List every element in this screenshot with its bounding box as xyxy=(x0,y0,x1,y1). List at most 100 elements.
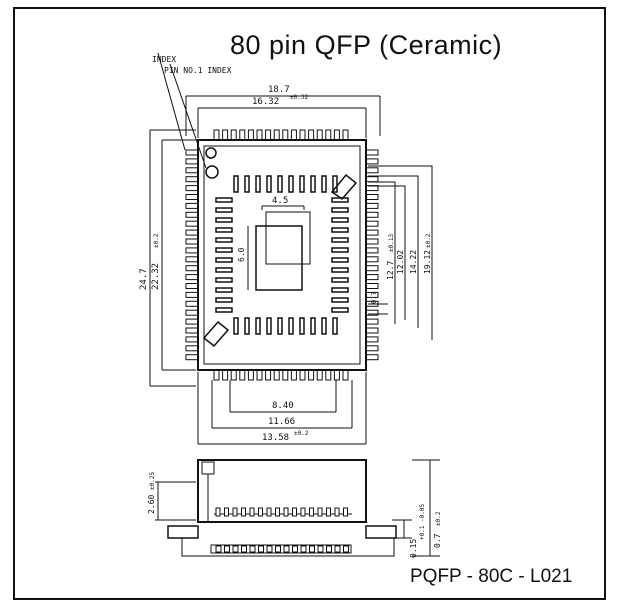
bond-finger-right xyxy=(331,197,349,203)
side-lead-foot xyxy=(283,545,290,553)
bond-finger-bottom xyxy=(288,317,294,335)
dim-right-2: 12.02 xyxy=(396,250,405,274)
bond-finger-right xyxy=(331,247,349,253)
bond-finger-left xyxy=(215,237,233,243)
pin1-index-mark xyxy=(205,165,219,179)
drawing-frame xyxy=(13,7,606,600)
side-lead-foot xyxy=(215,545,222,553)
side-lead-foot xyxy=(275,545,281,553)
lead-top xyxy=(290,129,297,141)
bond-finger-top xyxy=(288,175,294,193)
side-base-left xyxy=(167,525,199,539)
side-lead xyxy=(343,507,348,517)
lead-bottom xyxy=(299,369,306,381)
bond-finger-bottom xyxy=(299,317,305,335)
lead-left xyxy=(185,167,199,174)
side-lead-foot xyxy=(224,545,230,553)
side-lead xyxy=(224,507,229,517)
lead-top xyxy=(299,129,306,141)
dim-right-4-tol: ±0.2 xyxy=(425,233,432,248)
side-lead-foot xyxy=(300,545,307,553)
dim-top-outer: 18.7 xyxy=(268,85,290,95)
side-dimension-lines xyxy=(155,459,440,557)
lead-right xyxy=(365,238,379,245)
lead-left xyxy=(185,158,199,165)
lead-right xyxy=(365,158,379,165)
dim-bottom-3-tol: ±0.2 xyxy=(294,430,309,437)
bond-finger-left xyxy=(215,247,233,253)
bond-finger-bottom xyxy=(277,317,283,335)
side-seat-line xyxy=(181,538,395,557)
bond-finger-left xyxy=(215,267,233,273)
lead-top xyxy=(316,129,323,141)
lead-top xyxy=(342,129,349,141)
side-lead xyxy=(258,507,263,517)
bond-finger-right xyxy=(331,297,349,303)
lead-right xyxy=(365,229,379,236)
dim-right-1: 12.7 xyxy=(386,261,395,280)
bond-finger-right xyxy=(331,267,349,273)
bond-finger-left xyxy=(215,277,233,283)
dim-bottom-1: 8.40 xyxy=(272,401,294,411)
lead-bottom xyxy=(265,369,272,381)
lead-left xyxy=(185,202,199,209)
dim-right-3: 14.22 xyxy=(409,250,418,274)
index-mark xyxy=(205,147,217,159)
lead-top xyxy=(239,129,246,141)
lead-top xyxy=(247,129,254,141)
side-lead xyxy=(241,507,246,517)
bond-finger-bottom xyxy=(266,317,272,335)
dim-right-1-tol: ±0.13 xyxy=(388,234,395,252)
lead-bottom xyxy=(222,369,229,381)
lead-top xyxy=(282,129,289,141)
lead-right xyxy=(365,256,379,263)
lead-bottom xyxy=(213,369,220,381)
lead-left xyxy=(185,274,199,281)
lead-left xyxy=(185,345,199,352)
side-lead-foot xyxy=(232,545,239,553)
lead-right xyxy=(365,283,379,289)
bond-finger-bottom xyxy=(332,317,338,335)
bond-finger-bottom xyxy=(255,317,261,335)
side-lead xyxy=(266,507,272,517)
lead-bottom xyxy=(342,369,349,381)
side-lead xyxy=(283,507,289,517)
die-cavity xyxy=(255,225,303,291)
lead-bottom xyxy=(316,369,323,381)
side-lead-foot xyxy=(317,545,324,553)
lead-bottom xyxy=(230,369,237,381)
dim-die-width: 4.5 xyxy=(272,196,288,206)
lead-right xyxy=(365,336,379,343)
dim-top-inner-tol: ±0.32 xyxy=(290,94,308,101)
side-base-right xyxy=(365,525,397,539)
lead-left xyxy=(185,176,199,183)
bond-finger-right xyxy=(331,257,349,263)
lead-left xyxy=(185,354,199,361)
lead-bottom xyxy=(282,369,289,381)
side-lead xyxy=(326,507,331,517)
side-lead xyxy=(317,507,323,517)
index-label: INDEX xyxy=(152,55,176,64)
pin1-index-label: PIN NO.1 INDEX xyxy=(164,66,232,75)
bond-finger-left xyxy=(215,287,233,293)
dim-side-height-tol: ±0.25 xyxy=(149,472,156,490)
bond-finger-right xyxy=(331,277,349,283)
lead-bottom xyxy=(290,369,297,381)
side-lead-row-outline xyxy=(210,544,352,554)
bond-finger-top xyxy=(266,175,272,193)
bond-finger-left xyxy=(215,197,233,203)
bond-finger-right xyxy=(331,307,349,313)
package-code: PQFP - 80C - L021 xyxy=(410,566,573,587)
bond-finger-top xyxy=(310,175,316,193)
lead-left xyxy=(185,194,199,200)
dim-side-standoff: 0.7 xyxy=(433,533,442,548)
lead-left xyxy=(185,327,199,334)
dim-side-lead: 0.15 xyxy=(409,539,418,558)
dim-side-height: 2.60 xyxy=(147,495,156,514)
lead-left xyxy=(185,300,199,307)
bond-finger-bottom xyxy=(321,317,327,335)
side-lead xyxy=(215,507,221,517)
bond-finger-right xyxy=(331,237,349,243)
dim-side-standoff-tol: ±0.2 xyxy=(435,511,442,526)
lead-right xyxy=(365,354,379,361)
